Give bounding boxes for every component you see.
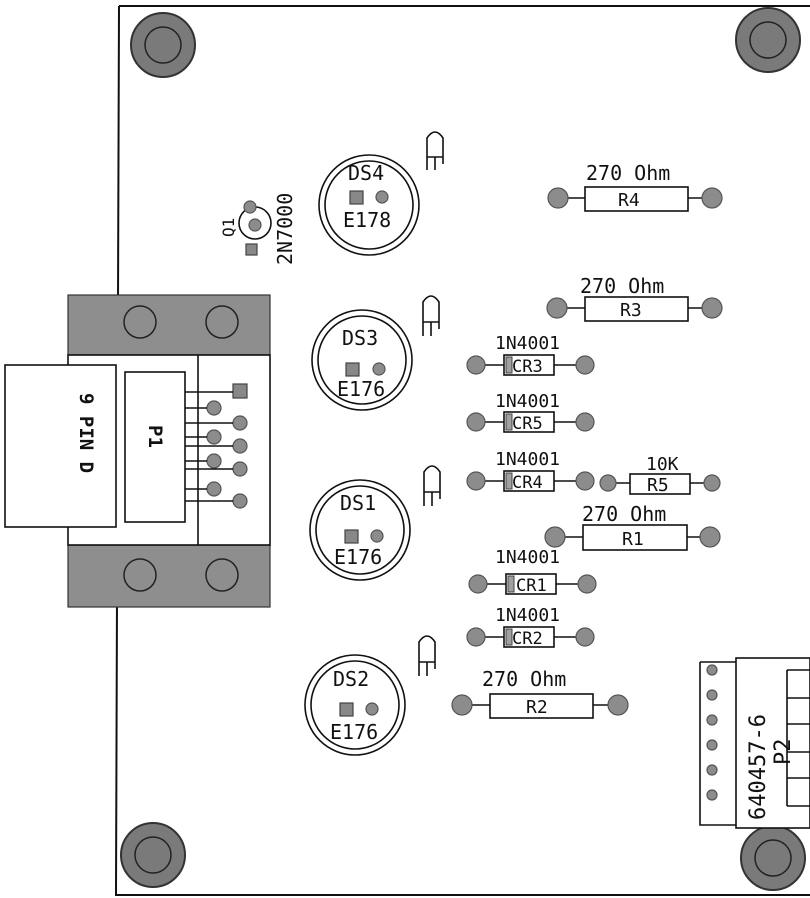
cr5-value-label: 1N4001 [495, 391, 560, 412]
mounting-hole-bottom-left [120, 822, 186, 888]
q1-value-label: 2N7000 [273, 193, 297, 265]
r1-value-label: 270 Ohm [582, 502, 666, 526]
ds2-ref-label: DS2 [333, 667, 369, 691]
resistor-r1: 270 Ohm R1 [544, 502, 721, 551]
connector-p2: P2 640457-6 [699, 657, 810, 829]
resistor-r3: 270 Ohm R3 [546, 274, 723, 322]
transistor-q1: Q1 2N7000 [219, 193, 297, 265]
cr4-ref-label: CR4 [512, 473, 543, 493]
led-ds2: DS2 E176 [304, 635, 436, 756]
connector-p1: 9 PIN D P1 [4, 294, 271, 608]
cr1-ref-label: CR1 [516, 576, 547, 596]
led-polarity-symbol [423, 465, 441, 506]
diode-cr3: 1N4001 CR3 [466, 333, 595, 377]
p1-pins [185, 383, 248, 509]
p1-value-label: 9 PIN D [75, 393, 97, 473]
resistor-r2: 270 Ohm R2 [451, 667, 629, 719]
p2-ref-label: P2 [771, 739, 796, 766]
ds2-value-label: E176 [330, 720, 378, 744]
resistor-r5: 10K R5 [599, 454, 721, 496]
led-ds4: DS4 E178 [318, 131, 444, 256]
r5-ref-label: R5 [647, 475, 669, 496]
diode-cr5: 1N4001 CR5 [466, 391, 595, 434]
led-polarity-symbol [422, 295, 440, 336]
ds4-ref-label: DS4 [348, 161, 384, 185]
r2-value-label: 270 Ohm [482, 667, 566, 691]
r3-ref-label: R3 [620, 300, 642, 321]
cr3-value-label: 1N4001 [495, 333, 560, 354]
ds4-value-label: E178 [343, 208, 391, 232]
r1-ref-label: R1 [622, 529, 644, 550]
p2-value-label: 640457-6 [746, 714, 771, 820]
r4-value-label: 270 Ohm [586, 161, 670, 185]
led-polarity-symbol [426, 131, 444, 170]
diode-cr4: 1N4001 CR4 [466, 449, 595, 493]
mounting-hole-top-left [130, 12, 196, 78]
led-ds3: DS3 E176 [311, 295, 440, 411]
cr1-value-label: 1N4001 [495, 547, 560, 568]
r5-value-label: 10K [646, 454, 679, 475]
mounting-hole-top-right [735, 7, 801, 73]
led-ds1: DS1 E176 [309, 465, 441, 581]
r3-value-label: 270 Ohm [580, 274, 664, 298]
cr2-value-label: 1N4001 [495, 605, 560, 626]
diode-cr1: 1N4001 CR1 [468, 547, 597, 596]
cr4-value-label: 1N4001 [495, 449, 560, 470]
ds3-value-label: E176 [337, 377, 385, 401]
mounting-hole-bottom-right [740, 825, 806, 891]
led-polarity-symbol [418, 635, 436, 676]
cr3-ref-label: CR3 [512, 357, 543, 377]
q1-ref-label: Q1 [219, 218, 238, 237]
ds1-ref-label: DS1 [340, 491, 376, 515]
resistor-r4: 270 Ohm R4 [547, 161, 723, 212]
ds3-ref-label: DS3 [342, 326, 378, 350]
cr2-ref-label: CR2 [512, 629, 543, 649]
r4-ref-label: R4 [618, 190, 640, 211]
diode-cr2: 1N4001 CR2 [466, 605, 595, 649]
cr5-ref-label: CR5 [512, 414, 543, 434]
p1-ref-label: P1 [144, 425, 166, 448]
ds1-value-label: E176 [334, 545, 382, 569]
r2-ref-label: R2 [526, 697, 548, 718]
